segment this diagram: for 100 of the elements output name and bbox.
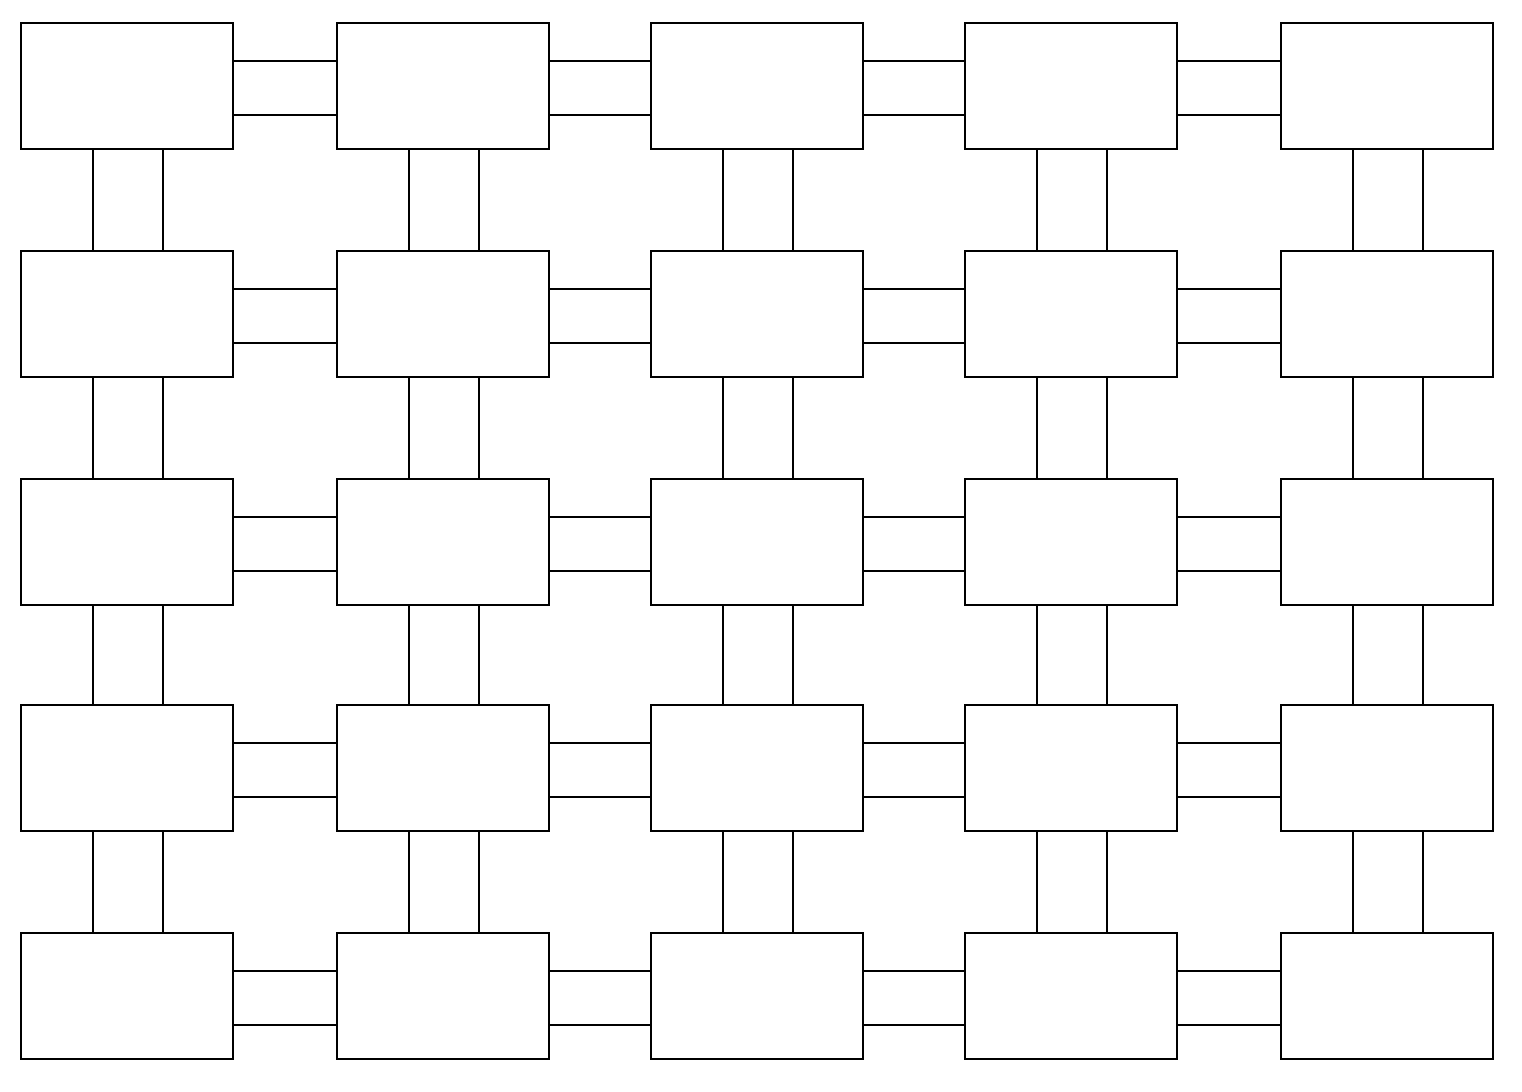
connector-line bbox=[547, 742, 651, 744]
connector-line bbox=[162, 147, 164, 251]
connector-line bbox=[231, 970, 337, 972]
connector-line bbox=[547, 970, 651, 972]
empty-box bbox=[650, 22, 864, 150]
connector-line bbox=[92, 375, 94, 479]
connector-line bbox=[92, 829, 94, 933]
connector-line bbox=[1422, 603, 1424, 705]
connector-line bbox=[1036, 375, 1038, 479]
empty-box bbox=[1280, 250, 1494, 378]
connector-line bbox=[231, 114, 337, 116]
empty-box bbox=[336, 932, 550, 1060]
connector-line bbox=[722, 603, 724, 705]
empty-box bbox=[20, 704, 234, 832]
connector-line bbox=[1036, 147, 1038, 251]
connector-line bbox=[722, 375, 724, 479]
connector-line bbox=[861, 796, 965, 798]
empty-box bbox=[964, 22, 1178, 150]
connector-line bbox=[1106, 603, 1108, 705]
connector-line bbox=[547, 1024, 651, 1026]
connector-line bbox=[1175, 114, 1281, 116]
connector-line bbox=[1175, 1024, 1281, 1026]
empty-box bbox=[1280, 704, 1494, 832]
connector-line bbox=[1106, 829, 1108, 933]
connector-line bbox=[792, 829, 794, 933]
connector-line bbox=[92, 147, 94, 251]
connector-line bbox=[792, 147, 794, 251]
connector-line bbox=[547, 114, 651, 116]
empty-box bbox=[650, 250, 864, 378]
connector-line bbox=[861, 342, 965, 344]
connector-line bbox=[722, 147, 724, 251]
connector-line bbox=[547, 342, 651, 344]
empty-box bbox=[336, 478, 550, 606]
connector-line bbox=[478, 375, 480, 479]
connector-line bbox=[547, 60, 651, 62]
connector-line bbox=[408, 829, 410, 933]
connector-line bbox=[231, 516, 337, 518]
connector-line bbox=[231, 342, 337, 344]
empty-box bbox=[20, 932, 234, 1060]
connector-line bbox=[1422, 829, 1424, 933]
connector-line bbox=[1175, 60, 1281, 62]
connector-line bbox=[1352, 147, 1354, 251]
empty-box bbox=[964, 932, 1178, 1060]
connector-line bbox=[1175, 796, 1281, 798]
empty-box bbox=[20, 250, 234, 378]
empty-box bbox=[964, 250, 1178, 378]
empty-box bbox=[1280, 478, 1494, 606]
connector-line bbox=[861, 970, 965, 972]
connector-line bbox=[1422, 375, 1424, 479]
connector-line bbox=[231, 570, 337, 572]
connector-line bbox=[792, 603, 794, 705]
connector-line bbox=[231, 60, 337, 62]
connector-line bbox=[547, 516, 651, 518]
connector-line bbox=[1106, 375, 1108, 479]
empty-box bbox=[20, 478, 234, 606]
connector-line bbox=[547, 288, 651, 290]
empty-box bbox=[1280, 22, 1494, 150]
connector-line bbox=[1352, 603, 1354, 705]
connector-line bbox=[408, 375, 410, 479]
connector-line bbox=[162, 603, 164, 705]
empty-box bbox=[336, 250, 550, 378]
connector-line bbox=[1175, 288, 1281, 290]
connector-line bbox=[861, 570, 965, 572]
connector-line bbox=[408, 147, 410, 251]
empty-box bbox=[964, 478, 1178, 606]
connector-line bbox=[861, 60, 965, 62]
connector-line bbox=[1352, 829, 1354, 933]
connector-line bbox=[231, 796, 337, 798]
connector-line bbox=[1106, 147, 1108, 251]
connector-line bbox=[1175, 342, 1281, 344]
empty-box bbox=[964, 704, 1178, 832]
connector-line bbox=[1352, 375, 1354, 479]
empty-box bbox=[650, 704, 864, 832]
connector-line bbox=[722, 829, 724, 933]
empty-box bbox=[20, 22, 234, 150]
connector-line bbox=[861, 516, 965, 518]
connector-line bbox=[1036, 829, 1038, 933]
connector-line bbox=[547, 570, 651, 572]
connector-line bbox=[861, 288, 965, 290]
connector-line bbox=[478, 829, 480, 933]
connector-line bbox=[162, 829, 164, 933]
empty-box bbox=[1280, 932, 1494, 1060]
connector-line bbox=[792, 375, 794, 479]
connector-line bbox=[162, 375, 164, 479]
connector-line bbox=[231, 1024, 337, 1026]
connector-line bbox=[861, 742, 965, 744]
connector-line bbox=[92, 603, 94, 705]
connector-line bbox=[861, 1024, 965, 1026]
connector-line bbox=[547, 796, 651, 798]
connector-line bbox=[408, 603, 410, 705]
connector-line bbox=[1036, 603, 1038, 705]
empty-box bbox=[336, 22, 550, 150]
connector-line bbox=[1175, 570, 1281, 572]
connector-line bbox=[478, 603, 480, 705]
connector-line bbox=[231, 742, 337, 744]
connector-line bbox=[478, 147, 480, 251]
connector-line bbox=[1175, 970, 1281, 972]
connector-line bbox=[1175, 516, 1281, 518]
connector-line bbox=[1422, 147, 1424, 251]
empty-box bbox=[336, 704, 550, 832]
